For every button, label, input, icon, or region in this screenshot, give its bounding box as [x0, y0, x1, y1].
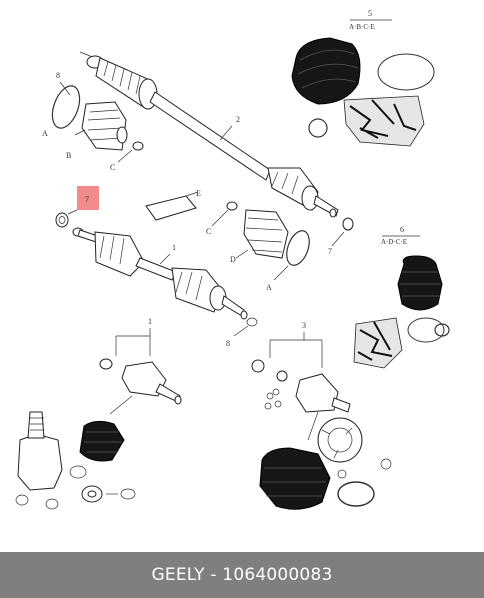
outer-cv-joint: [295, 373, 339, 413]
small-ring: [15, 494, 29, 506]
callout-a-left: A: [42, 129, 48, 138]
callout-2: 2: [236, 115, 240, 124]
lower-drive-shaft: [72, 227, 248, 320]
outer-joint-assembly-3: 3: [251, 321, 392, 510]
kit-6-clip: [434, 323, 450, 337]
footer-text: GEELY - 1064000083: [151, 565, 333, 585]
callout-3: 3: [302, 321, 306, 330]
middle-kit-parts: [145, 191, 354, 337]
upper-drive-shaft: [79, 51, 339, 218]
kit-5-grease-packet: [343, 95, 425, 147]
kit-5-boot: [291, 37, 361, 105]
seal-7-left: [55, 212, 69, 228]
kit-5-group: 5 A·B·C·E: [291, 9, 435, 147]
seal-7-right: [342, 217, 354, 231]
kit-6-contents: A·D·C·E: [381, 238, 407, 246]
kit-6-group: 6 A·D·C·E: [353, 225, 450, 369]
callout-5: 5: [368, 9, 372, 18]
cage-ring: [317, 417, 363, 463]
clip-c-left: [132, 141, 144, 151]
callout-b: B: [66, 151, 71, 160]
callout-a-right: A: [266, 283, 272, 292]
dark-boot-right: [259, 447, 331, 510]
small-ring-8: [246, 317, 258, 327]
callout-e: E: [196, 189, 201, 198]
boot-d: [243, 209, 289, 259]
callout-8-bottom: 8: [226, 339, 230, 348]
clamp-ring-a-right: [286, 230, 310, 266]
callout-6: 6: [400, 225, 404, 234]
callout-7-highlight: 7: [85, 195, 89, 204]
kit-6-grease-packet: [353, 317, 403, 369]
kit-6-ring: [407, 317, 445, 343]
boot-clamp-b-left: [116, 126, 128, 144]
outer-joint-assembly-1: 1: [15, 317, 182, 510]
upper-shaft-kit-parts: [51, 81, 144, 163]
callout-c-left: C: [110, 163, 115, 172]
dark-boot-left: [79, 420, 125, 462]
callout-1-top: 1: [172, 243, 176, 252]
clamp-ring-a-left: [51, 85, 81, 129]
highlight-box: [77, 186, 99, 210]
boot-clip-ring: [337, 481, 375, 507]
nut: [99, 358, 113, 370]
tripod-housing: [17, 433, 63, 491]
grease-tube-e: [145, 195, 197, 221]
callout-1-bottom: 1: [148, 317, 152, 326]
parts-diagram: 5 A·B·C·E 7: [15, 9, 450, 510]
joint-housing: [121, 361, 167, 397]
callout-7-right: 7: [328, 247, 332, 256]
callout-d: D: [230, 255, 236, 264]
kit-5-clip: [308, 118, 328, 138]
callout-labels: 8 A B C 2 E C 1 D 7 A 8: [42, 71, 332, 348]
kit-6-boot: [397, 255, 443, 311]
callout-c-right: C: [206, 227, 211, 236]
kit-5-contents: A·B·C·E: [349, 23, 375, 31]
callout-8-top: 8: [56, 71, 60, 80]
kit-5-ring: [377, 53, 435, 91]
hub-nut: [251, 359, 265, 373]
boot-b-left: [81, 101, 127, 151]
item-7-highlight: 7: [55, 186, 99, 228]
clip-c-right: [226, 201, 238, 211]
footer-part-number: GEELY - 1064000083: [0, 552, 484, 598]
